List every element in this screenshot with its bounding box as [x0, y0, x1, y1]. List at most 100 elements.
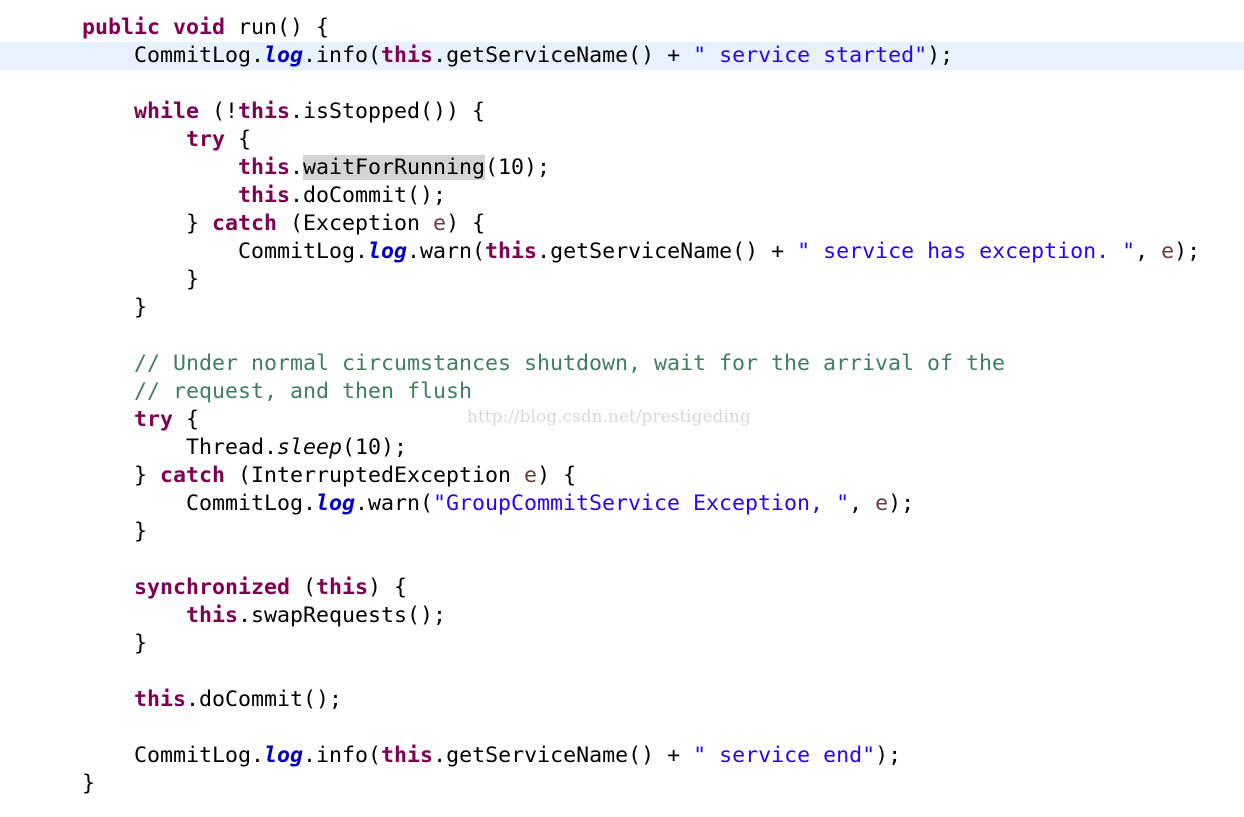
code-text: }: [134, 631, 148, 656]
code-text: .getServiceName() +: [433, 43, 694, 68]
code-text: {: [173, 407, 200, 432]
code-line[interactable]: }: [0, 294, 1244, 322]
static-method: sleep: [277, 435, 343, 460]
static-field: log: [368, 239, 408, 264]
static-field: log: [316, 491, 356, 516]
code-text: }: [134, 519, 148, 544]
string-literal: "GroupCommitService Exception, ": [433, 491, 850, 516]
occurrence-highlight: waitForRunning: [303, 155, 486, 180]
code-text: .: [290, 155, 304, 180]
code-text: }: [134, 295, 148, 320]
static-field: log: [264, 43, 304, 68]
keyword: while: [134, 99, 200, 124]
code-text: (Exception: [277, 211, 434, 236]
code-line[interactable]: } catch (InterruptedException e) {: [0, 462, 1244, 490]
code-text: ) {: [446, 211, 486, 236]
code-text: .swapRequests();: [238, 603, 447, 628]
keyword: synchronized: [134, 575, 291, 600]
code-text: );: [1174, 239, 1201, 264]
parameter: e: [433, 211, 447, 236]
keyword: this: [381, 43, 434, 68]
code-text: (InterruptedException: [225, 463, 525, 488]
keyword: catch: [212, 211, 278, 236]
parameter: e: [524, 463, 538, 488]
keyword: void: [173, 15, 226, 40]
keyword: this: [238, 183, 291, 208]
code-line[interactable]: synchronized (this) {: [0, 574, 1244, 602]
comment: // request, and then flush: [134, 379, 473, 404]
comment: // Under normal circumstances shutdown, …: [134, 351, 1006, 376]
code-text: );: [875, 743, 902, 768]
code-line[interactable]: public void run() {: [0, 14, 1244, 42]
code-line[interactable]: while (!this.isStopped()) {: [0, 98, 1244, 126]
code-text: ) {: [368, 575, 408, 600]
string-literal: " service has exception. ": [797, 239, 1136, 264]
code-line[interactable]: [0, 658, 1244, 686]
code-text: .warn(: [407, 239, 486, 264]
code-line[interactable]: try {: [0, 406, 1244, 434]
code-line[interactable]: CommitLog.log.warn(this.getServiceName()…: [0, 238, 1244, 266]
code-line[interactable]: [0, 714, 1244, 742]
code-line[interactable]: }: [0, 518, 1244, 546]
static-field: log: [264, 743, 304, 768]
code-text: CommitLog.: [134, 43, 265, 68]
keyword: this: [381, 743, 434, 768]
code-text: ,: [849, 491, 876, 516]
code-text: CommitLog.: [134, 743, 265, 768]
code-line[interactable]: this.doCommit();: [0, 686, 1244, 714]
code-line[interactable]: }: [0, 266, 1244, 294]
code-text: .warn(: [355, 491, 434, 516]
code-text: }: [82, 771, 96, 796]
keyword: try: [134, 407, 174, 432]
code-line[interactable]: [0, 546, 1244, 574]
code-line[interactable]: try {: [0, 126, 1244, 154]
keyword: this: [316, 575, 369, 600]
code-text: .isStopped()) {: [290, 99, 486, 124]
code-text: ) {: [537, 463, 577, 488]
code-text: CommitLog.: [238, 239, 369, 264]
string-literal: " service started": [693, 43, 928, 68]
code-text: .info(: [303, 743, 382, 768]
code-text: (10);: [342, 435, 408, 460]
watermark: http://blog.csdn.net/prestigeding: [467, 407, 751, 427]
code-text: {: [225, 127, 252, 152]
code-text: .doCommit();: [290, 183, 447, 208]
code-line[interactable]: } catch (Exception e) {: [0, 210, 1244, 238]
code-text: );: [888, 491, 915, 516]
code-text: .getServiceName() +: [537, 239, 798, 264]
code-line[interactable]: this.doCommit();: [0, 182, 1244, 210]
code-text: .doCommit();: [186, 687, 343, 712]
keyword: this: [238, 99, 291, 124]
code-line[interactable]: // Under normal circumstances shutdown, …: [0, 350, 1244, 378]
code-text: );: [927, 43, 954, 68]
code-text: Thread.: [186, 435, 278, 460]
code-editor[interactable]: public void run() {CommitLog.log.info(th…: [0, 14, 1244, 798]
keyword: catch: [160, 463, 226, 488]
code-line[interactable]: }: [0, 770, 1244, 798]
parameter: e: [875, 491, 889, 516]
code-line[interactable]: CommitLog.log.info(this.getServiceName()…: [0, 42, 1244, 70]
code-line[interactable]: }: [0, 630, 1244, 658]
code-text: .info(: [303, 43, 382, 68]
keyword: try: [186, 127, 226, 152]
keyword: this: [485, 239, 538, 264]
code-line[interactable]: // request, and then flush: [0, 378, 1244, 406]
string-literal: " service end": [693, 743, 876, 768]
code-line[interactable]: CommitLog.log.warn("GroupCommitService E…: [0, 490, 1244, 518]
code-text: (10);: [485, 155, 551, 180]
code-text: }: [186, 267, 200, 292]
code-line[interactable]: [0, 322, 1244, 350]
code-line[interactable]: [0, 70, 1244, 98]
keyword: this: [186, 603, 239, 628]
code-text: ,: [1135, 239, 1162, 264]
code-line[interactable]: CommitLog.log.info(this.getServiceName()…: [0, 742, 1244, 770]
code-text: (!: [199, 99, 239, 124]
code-line[interactable]: Thread.sleep(10);: [0, 434, 1244, 462]
parameter: e: [1161, 239, 1175, 264]
code-line[interactable]: this.swapRequests();: [0, 602, 1244, 630]
code-line[interactable]: this.waitForRunning(10);: [0, 154, 1244, 182]
code-text: [160, 15, 173, 40]
code-text: }: [134, 463, 161, 488]
code-text: run() {: [225, 15, 330, 40]
keyword: public: [82, 15, 161, 40]
